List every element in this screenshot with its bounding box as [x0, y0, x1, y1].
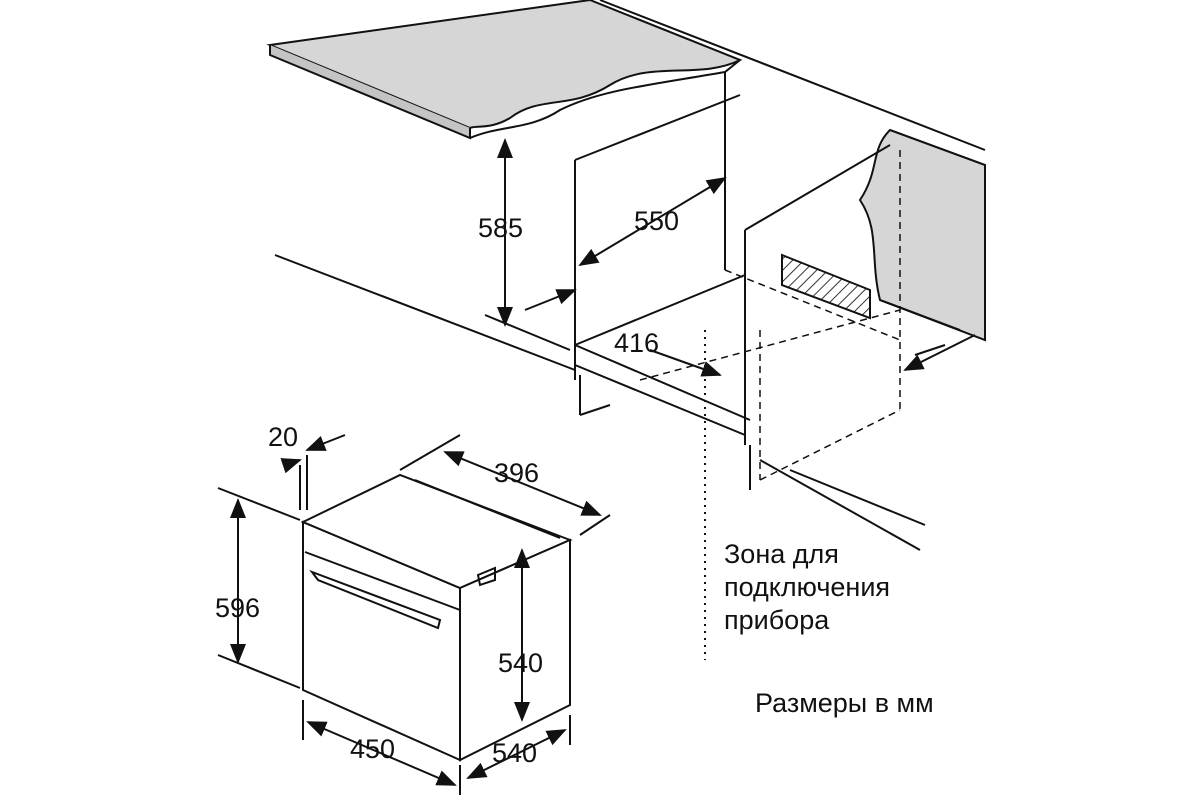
- countertop-right: [858, 128, 986, 342]
- dim-oven-body-height: 540: [498, 648, 544, 678]
- dim-oven-depth: 540: [492, 738, 538, 768]
- dim-oven-width: 450: [350, 734, 396, 764]
- units-note: Размеры в мм: [755, 688, 934, 718]
- connection-zone-label: Зона для подключения прибора: [724, 538, 890, 637]
- connection-zone-hatch: [781, 253, 871, 320]
- dim-front-offset: 20: [268, 422, 299, 452]
- zone-line-3: прибора: [724, 605, 830, 635]
- dim-oven-top-depth: 396: [494, 458, 540, 488]
- dim-niche-depth: 550: [634, 206, 680, 236]
- zone-line-2: подключения: [724, 572, 891, 602]
- dim-niche-height: 585: [478, 213, 524, 243]
- dim-niche-inner: 416: [614, 328, 660, 358]
- dim-oven-height: 596: [215, 593, 261, 623]
- countertop: [266, 0, 743, 130]
- zone-line-1: Зона для: [724, 539, 839, 569]
- oven: [300, 473, 573, 762]
